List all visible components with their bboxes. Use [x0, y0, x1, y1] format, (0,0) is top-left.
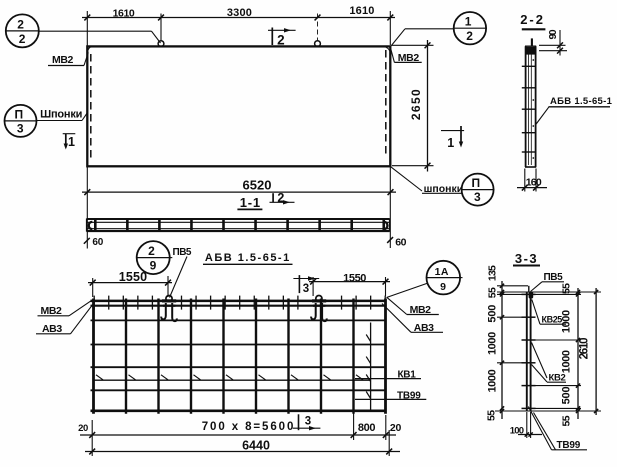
svg-text:500: 500 [487, 305, 499, 323]
svg-text:ТВ99: ТВ99 [557, 440, 581, 451]
svg-text:АБВ 1.5-65-1: АБВ 1.5-65-1 [205, 252, 291, 264]
svg-text:1А: 1А [435, 266, 449, 278]
svg-text:135: 135 [487, 265, 499, 281]
svg-text:55: 55 [561, 415, 573, 426]
svg-text:55: 55 [561, 283, 573, 294]
svg-text:1000: 1000 [561, 350, 573, 373]
svg-text:АБВ 1.5-65-1: АБВ 1.5-65-1 [550, 96, 613, 107]
svg-text:2: 2 [466, 29, 473, 43]
svg-text:МВ2: МВ2 [41, 305, 63, 317]
svg-text:6440: 6440 [242, 439, 270, 453]
svg-text:800: 800 [358, 422, 375, 434]
svg-text:90: 90 [547, 29, 559, 39]
svg-text:1: 1 [465, 15, 472, 29]
svg-text:2: 2 [148, 244, 155, 258]
svg-text:1550: 1550 [119, 270, 148, 284]
svg-text:П: П [472, 176, 481, 190]
svg-text:20: 20 [390, 422, 402, 434]
svg-text:1550: 1550 [343, 272, 366, 284]
svg-text:шпонки: шпонки [424, 183, 464, 195]
svg-text:1610: 1610 [349, 5, 374, 17]
svg-text:АВ3: АВ3 [42, 323, 62, 335]
svg-text:МВ2: МВ2 [398, 52, 420, 64]
svg-text:2: 2 [19, 32, 26, 46]
svg-text:160: 160 [526, 177, 542, 189]
svg-text:АВ3: АВ3 [414, 322, 434, 334]
svg-text:1: 1 [68, 135, 76, 149]
svg-text:9: 9 [440, 281, 446, 293]
svg-text:1000: 1000 [561, 310, 573, 333]
svg-text:2: 2 [277, 33, 285, 48]
svg-text:ПВ5: ПВ5 [544, 272, 564, 283]
svg-text:20: 20 [78, 423, 88, 434]
svg-text:3-3: 3-3 [515, 251, 538, 266]
svg-text:3300: 3300 [227, 7, 252, 19]
svg-text:60: 60 [395, 236, 406, 248]
svg-text:ТВ99: ТВ99 [397, 390, 421, 401]
svg-text:3: 3 [303, 283, 310, 295]
svg-text:Шпонки: Шпонки [40, 109, 82, 121]
svg-text:1000: 1000 [487, 332, 499, 355]
svg-text:3: 3 [17, 121, 24, 135]
svg-text:3: 3 [474, 190, 481, 204]
svg-text:3: 3 [305, 415, 312, 427]
svg-text:2: 2 [17, 17, 24, 31]
svg-text:МВ2: МВ2 [52, 54, 74, 66]
svg-text:П: П [14, 107, 23, 121]
svg-text:1610: 1610 [113, 8, 135, 20]
svg-text:100: 100 [510, 425, 524, 436]
svg-text:60: 60 [92, 237, 103, 248]
svg-text:2-2: 2-2 [520, 12, 545, 27]
svg-text:МВ2: МВ2 [410, 304, 432, 316]
svg-text:9: 9 [150, 259, 157, 273]
svg-text:КВ2: КВ2 [549, 373, 566, 384]
svg-text:700 х 8=5600: 700 х 8=5600 [202, 421, 295, 433]
svg-text:2: 2 [277, 191, 285, 205]
svg-text:1-1: 1-1 [240, 195, 261, 210]
svg-text:500: 500 [561, 387, 573, 405]
svg-text:КВ1: КВ1 [398, 369, 417, 380]
svg-text:55: 55 [486, 410, 498, 421]
svg-text:2610: 2610 [579, 338, 591, 360]
svg-text:2650: 2650 [409, 88, 423, 120]
svg-text:ПВ5: ПВ5 [173, 247, 192, 258]
svg-text:55: 55 [487, 287, 499, 298]
svg-text:6520: 6520 [243, 178, 272, 193]
svg-text:1000: 1000 [487, 369, 499, 392]
svg-text:1: 1 [447, 136, 455, 150]
svg-text:КВ25: КВ25 [542, 315, 563, 325]
